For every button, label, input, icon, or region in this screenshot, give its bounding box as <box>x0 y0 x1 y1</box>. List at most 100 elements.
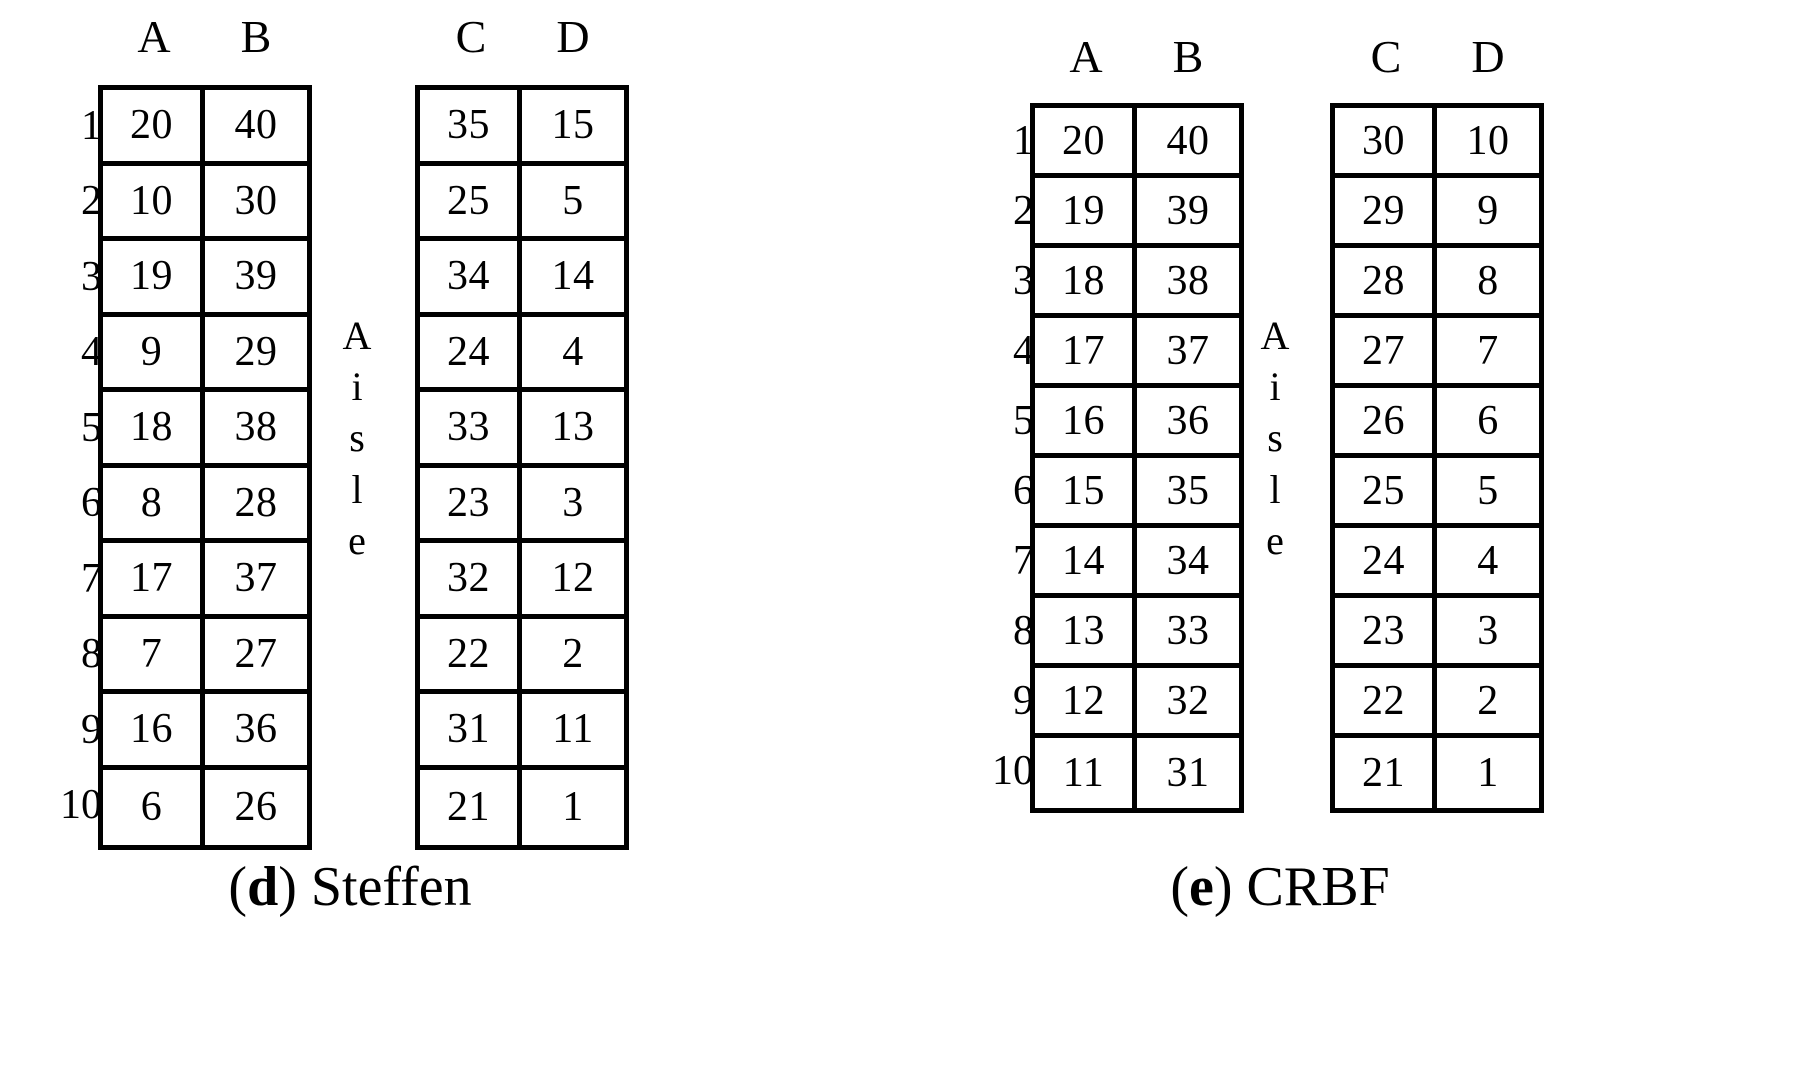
seat-cell-d4[interactable]: 7 <box>1477 327 1499 374</box>
seat-cell-b1[interactable]: 40 <box>234 102 278 149</box>
seat-cell-a5[interactable]: 18 <box>103 392 205 463</box>
seat-cell-b5[interactable]: 38 <box>234 404 278 451</box>
seat-cell-b10[interactable]: 31 <box>1166 750 1210 796</box>
table-row: 8 28 <box>103 467 307 543</box>
seat-cell-c9[interactable]: 31 <box>420 694 522 765</box>
seat-cell-c4[interactable]: 27 <box>1335 318 1437 383</box>
seat-cell-a3[interactable]: 18 <box>1035 248 1137 313</box>
seat-cell-d2[interactable]: 5 <box>562 177 584 224</box>
seat-cell-a6[interactable]: 8 <box>103 467 205 538</box>
seat-cell-c8[interactable]: 23 <box>1335 598 1437 663</box>
seat-cell-c10[interactable]: 21 <box>420 769 522 845</box>
seat-cell-c6[interactable]: 25 <box>1335 458 1437 523</box>
seat-cell-c10[interactable]: 21 <box>1335 738 1437 808</box>
table-row: 10 30 <box>103 165 307 241</box>
seat-cell-a8[interactable]: 7 <box>103 618 205 689</box>
seat-cell-b4[interactable]: 29 <box>234 328 278 375</box>
row-label-10: 10 <box>60 782 102 829</box>
seat-cell-b6[interactable]: 35 <box>1166 467 1210 514</box>
seat-cell-d4[interactable]: 4 <box>562 328 584 375</box>
row-label-10: 10 <box>992 748 1034 794</box>
seat-cell-c7[interactable]: 32 <box>420 543 522 614</box>
seat-cell-d5[interactable]: 6 <box>1477 397 1499 444</box>
seat-cell-b10[interactable]: 26 <box>234 784 278 831</box>
seat-cell-c8[interactable]: 22 <box>420 618 522 689</box>
seat-cell-d1[interactable]: 15 <box>551 102 595 149</box>
seat-cell-d8[interactable]: 2 <box>562 630 584 677</box>
seat-cell-a1[interactable]: 20 <box>1035 108 1137 173</box>
seat-cell-a2[interactable]: 10 <box>103 165 205 236</box>
seat-cell-b7[interactable]: 34 <box>1166 537 1210 584</box>
table-row: 35 15 <box>420 90 624 166</box>
seat-cell-c6[interactable]: 23 <box>420 467 522 538</box>
seat-cell-b6[interactable]: 28 <box>234 479 278 526</box>
seat-cell-b5[interactable]: 36 <box>1166 397 1210 444</box>
seat-cell-c1[interactable]: 30 <box>1335 108 1437 173</box>
seat-cell-c5[interactable]: 33 <box>420 392 522 463</box>
caption-paren-close: ) <box>278 856 311 918</box>
seat-cell-a4[interactable]: 17 <box>1035 318 1137 383</box>
seat-cell-d6[interactable]: 3 <box>562 479 584 526</box>
seat-cell-c3[interactable]: 34 <box>420 241 522 312</box>
seat-cell-a8[interactable]: 13 <box>1035 598 1137 663</box>
seat-cell-a3[interactable]: 19 <box>103 241 205 312</box>
seat-cell-c1[interactable]: 35 <box>420 90 522 161</box>
seat-cell-b8[interactable]: 33 <box>1166 607 1210 654</box>
seat-cell-b9[interactable]: 36 <box>234 706 278 753</box>
seat-cell-c4[interactable]: 24 <box>420 316 522 387</box>
seat-cell-c7[interactable]: 24 <box>1335 528 1437 593</box>
seat-cell-d3[interactable]: 14 <box>551 253 595 300</box>
seat-cell-a7[interactable]: 17 <box>103 543 205 614</box>
seat-cell-a10[interactable]: 11 <box>1035 738 1137 808</box>
seat-cell-b4[interactable]: 37 <box>1166 327 1210 374</box>
seat-cell-d2[interactable]: 9 <box>1477 187 1499 234</box>
seat-cell-c3[interactable]: 28 <box>1335 248 1437 313</box>
table-row: 11 31 <box>1035 738 1239 808</box>
seat-cell-d5[interactable]: 13 <box>551 404 595 451</box>
row-label-5: 5 <box>1013 398 1034 444</box>
seat-cell-b7[interactable]: 37 <box>234 555 278 602</box>
seat-cell-d6[interactable]: 5 <box>1477 467 1499 514</box>
seat-cell-b1[interactable]: 40 <box>1166 117 1210 164</box>
seat-cell-d7[interactable]: 4 <box>1477 537 1499 584</box>
seat-cell-a1[interactable]: 20 <box>103 90 205 161</box>
seat-cell-a2[interactable]: 19 <box>1035 178 1137 243</box>
table-row: 34 14 <box>420 241 624 317</box>
row-label-3: 3 <box>1013 258 1034 304</box>
table-row: 21 1 <box>420 769 624 845</box>
seat-cell-a9[interactable]: 16 <box>103 694 205 765</box>
seat-cell-b2[interactable]: 30 <box>234 177 278 224</box>
aisle-letter-4: e <box>348 517 366 563</box>
seat-cell-b9[interactable]: 32 <box>1166 677 1210 724</box>
right-column-header-d: D <box>1471 31 1505 82</box>
seat-cell-d8[interactable]: 3 <box>1477 607 1499 654</box>
seat-cell-d1[interactable]: 10 <box>1466 117 1510 164</box>
row-label-5: 5 <box>81 404 102 451</box>
seat-cell-d10[interactable]: 1 <box>562 784 584 831</box>
seat-cell-c9[interactable]: 22 <box>1335 668 1437 733</box>
seat-cell-a7[interactable]: 14 <box>1035 528 1137 593</box>
seat-cell-a6[interactable]: 15 <box>1035 458 1137 523</box>
table-row: 21 1 <box>1335 738 1539 808</box>
seat-cell-a5[interactable]: 16 <box>1035 388 1137 453</box>
seat-cell-b8[interactable]: 27 <box>234 630 278 677</box>
seat-cell-d9[interactable]: 2 <box>1477 677 1499 724</box>
seat-cell-d7[interactable]: 12 <box>551 555 595 602</box>
seat-cell-a9[interactable]: 12 <box>1035 668 1137 733</box>
row-label-9: 9 <box>81 706 102 753</box>
seat-cell-c2[interactable]: 29 <box>1335 178 1437 243</box>
seat-cell-d9[interactable]: 11 <box>552 706 594 753</box>
seat-cell-b2[interactable]: 39 <box>1166 187 1210 234</box>
seat-cell-a4[interactable]: 9 <box>103 316 205 387</box>
seat-cell-d10[interactable]: 1 <box>1477 750 1499 796</box>
seat-cell-d3[interactable]: 8 <box>1477 257 1499 304</box>
seat-cell-a10[interactable]: 6 <box>103 769 205 845</box>
seat-cell-c2[interactable]: 25 <box>420 165 522 236</box>
seat-cell-b3[interactable]: 39 <box>234 253 278 300</box>
seat-cell-c5[interactable]: 26 <box>1335 388 1437 453</box>
caption-name: Steffen <box>310 856 472 918</box>
seat-cell-b3[interactable]: 38 <box>1166 257 1210 304</box>
